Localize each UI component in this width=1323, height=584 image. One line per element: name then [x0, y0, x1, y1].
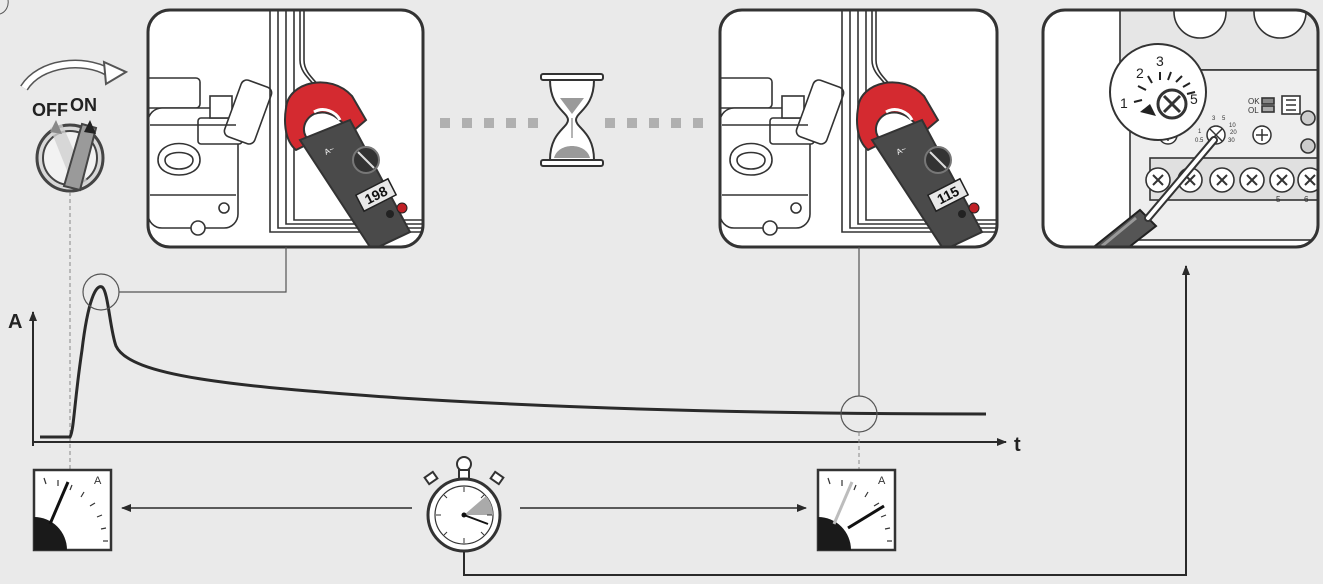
relay-terminal-numbers: 5 6 — [1276, 195, 1309, 204]
switch-on-label: ON — [70, 95, 97, 115]
ammeter-1: A — [32, 468, 113, 552]
svg-text:1: 1 — [1198, 129, 1202, 135]
relay-small-dial-scale: 1 3 5 10 0.5 20 30 — [1195, 116, 1237, 144]
ammeter-1-unit: A — [94, 475, 102, 487]
svg-text:5: 5 — [1276, 195, 1281, 204]
hourglass-icon — [540, 73, 604, 167]
ammeter-2: A — [816, 468, 897, 552]
x-axis-label: t — [1014, 434, 1021, 456]
current-time-graph: A t — [8, 247, 1021, 472]
relay-status-ok: OK — [1248, 97, 1260, 106]
power-switch: OFF ON — [20, 59, 129, 193]
waiting-indicator — [440, 118, 703, 128]
panel-relay-adjustment: OK OL 1 3 5 10 0.5 20 30 5 6 — [1041, 8, 1320, 249]
relay-status-ol: OL — [1248, 106, 1259, 115]
screwdriver-icon — [1088, 136, 1218, 247]
compressor-illustration — [148, 77, 273, 236]
ammeter-2-unit: A — [878, 475, 886, 487]
ammeter-needle-previous — [832, 481, 854, 525]
panel-initial-measurement: A~ 198 — [146, 8, 425, 249]
meter-body — [298, 118, 412, 247]
dial-number-5: 5 — [1190, 91, 1198, 107]
magnified-dial: 1 2 3 5 — [1109, 43, 1207, 141]
clamp-jaw — [284, 81, 368, 152]
y-axis-label: A — [8, 311, 22, 333]
corner-mark — [0, 0, 9, 15]
meter-unit-mark: A~ — [323, 144, 336, 157]
dial-number-2: 2 — [1136, 65, 1144, 81]
svg-text:5: 5 — [1222, 116, 1226, 122]
stopwatch-icon — [423, 456, 505, 553]
ammeter-pivot — [34, 517, 67, 550]
svg-text:6: 6 — [1304, 195, 1309, 204]
meter-display — [926, 177, 970, 213]
clamp-jaw — [856, 81, 940, 152]
svg-text:10: 10 — [1229, 123, 1236, 129]
peak-highlight-circle — [82, 273, 120, 311]
meter-display — [354, 177, 398, 213]
adjustment-path-line — [463, 265, 1190, 576]
svg-text:20: 20 — [1230, 130, 1237, 136]
dial-number-3: 3 — [1156, 53, 1164, 69]
svg-text:0.5: 0.5 — [1195, 138, 1204, 144]
dial-number-1: 1 — [1120, 95, 1128, 111]
panel-stable-measurement: A~ 115 — [718, 8, 999, 249]
peak-callout-line — [119, 247, 287, 293]
panel-3-frame — [1041, 8, 1320, 249]
clamp-meter-1: A~ 198 — [284, 81, 412, 247]
svg-text:3: 3 — [1212, 116, 1216, 122]
current-curve — [40, 285, 987, 439]
clamp-meter-2: A~ 115 — [856, 81, 984, 247]
meter-unit-mark: A~ — [895, 144, 908, 157]
elapsed-time-sector — [464, 496, 494, 515]
switch-off-label: OFF — [32, 100, 68, 120]
ammeter-needle — [48, 481, 70, 525]
stopwatch-hand — [463, 514, 489, 525]
ammeter-needle — [847, 504, 885, 530]
ammeter-pivot — [818, 517, 851, 550]
svg-text:30: 30 — [1228, 138, 1235, 144]
meter-body — [870, 118, 984, 247]
compressor-illustration — [720, 77, 845, 236]
